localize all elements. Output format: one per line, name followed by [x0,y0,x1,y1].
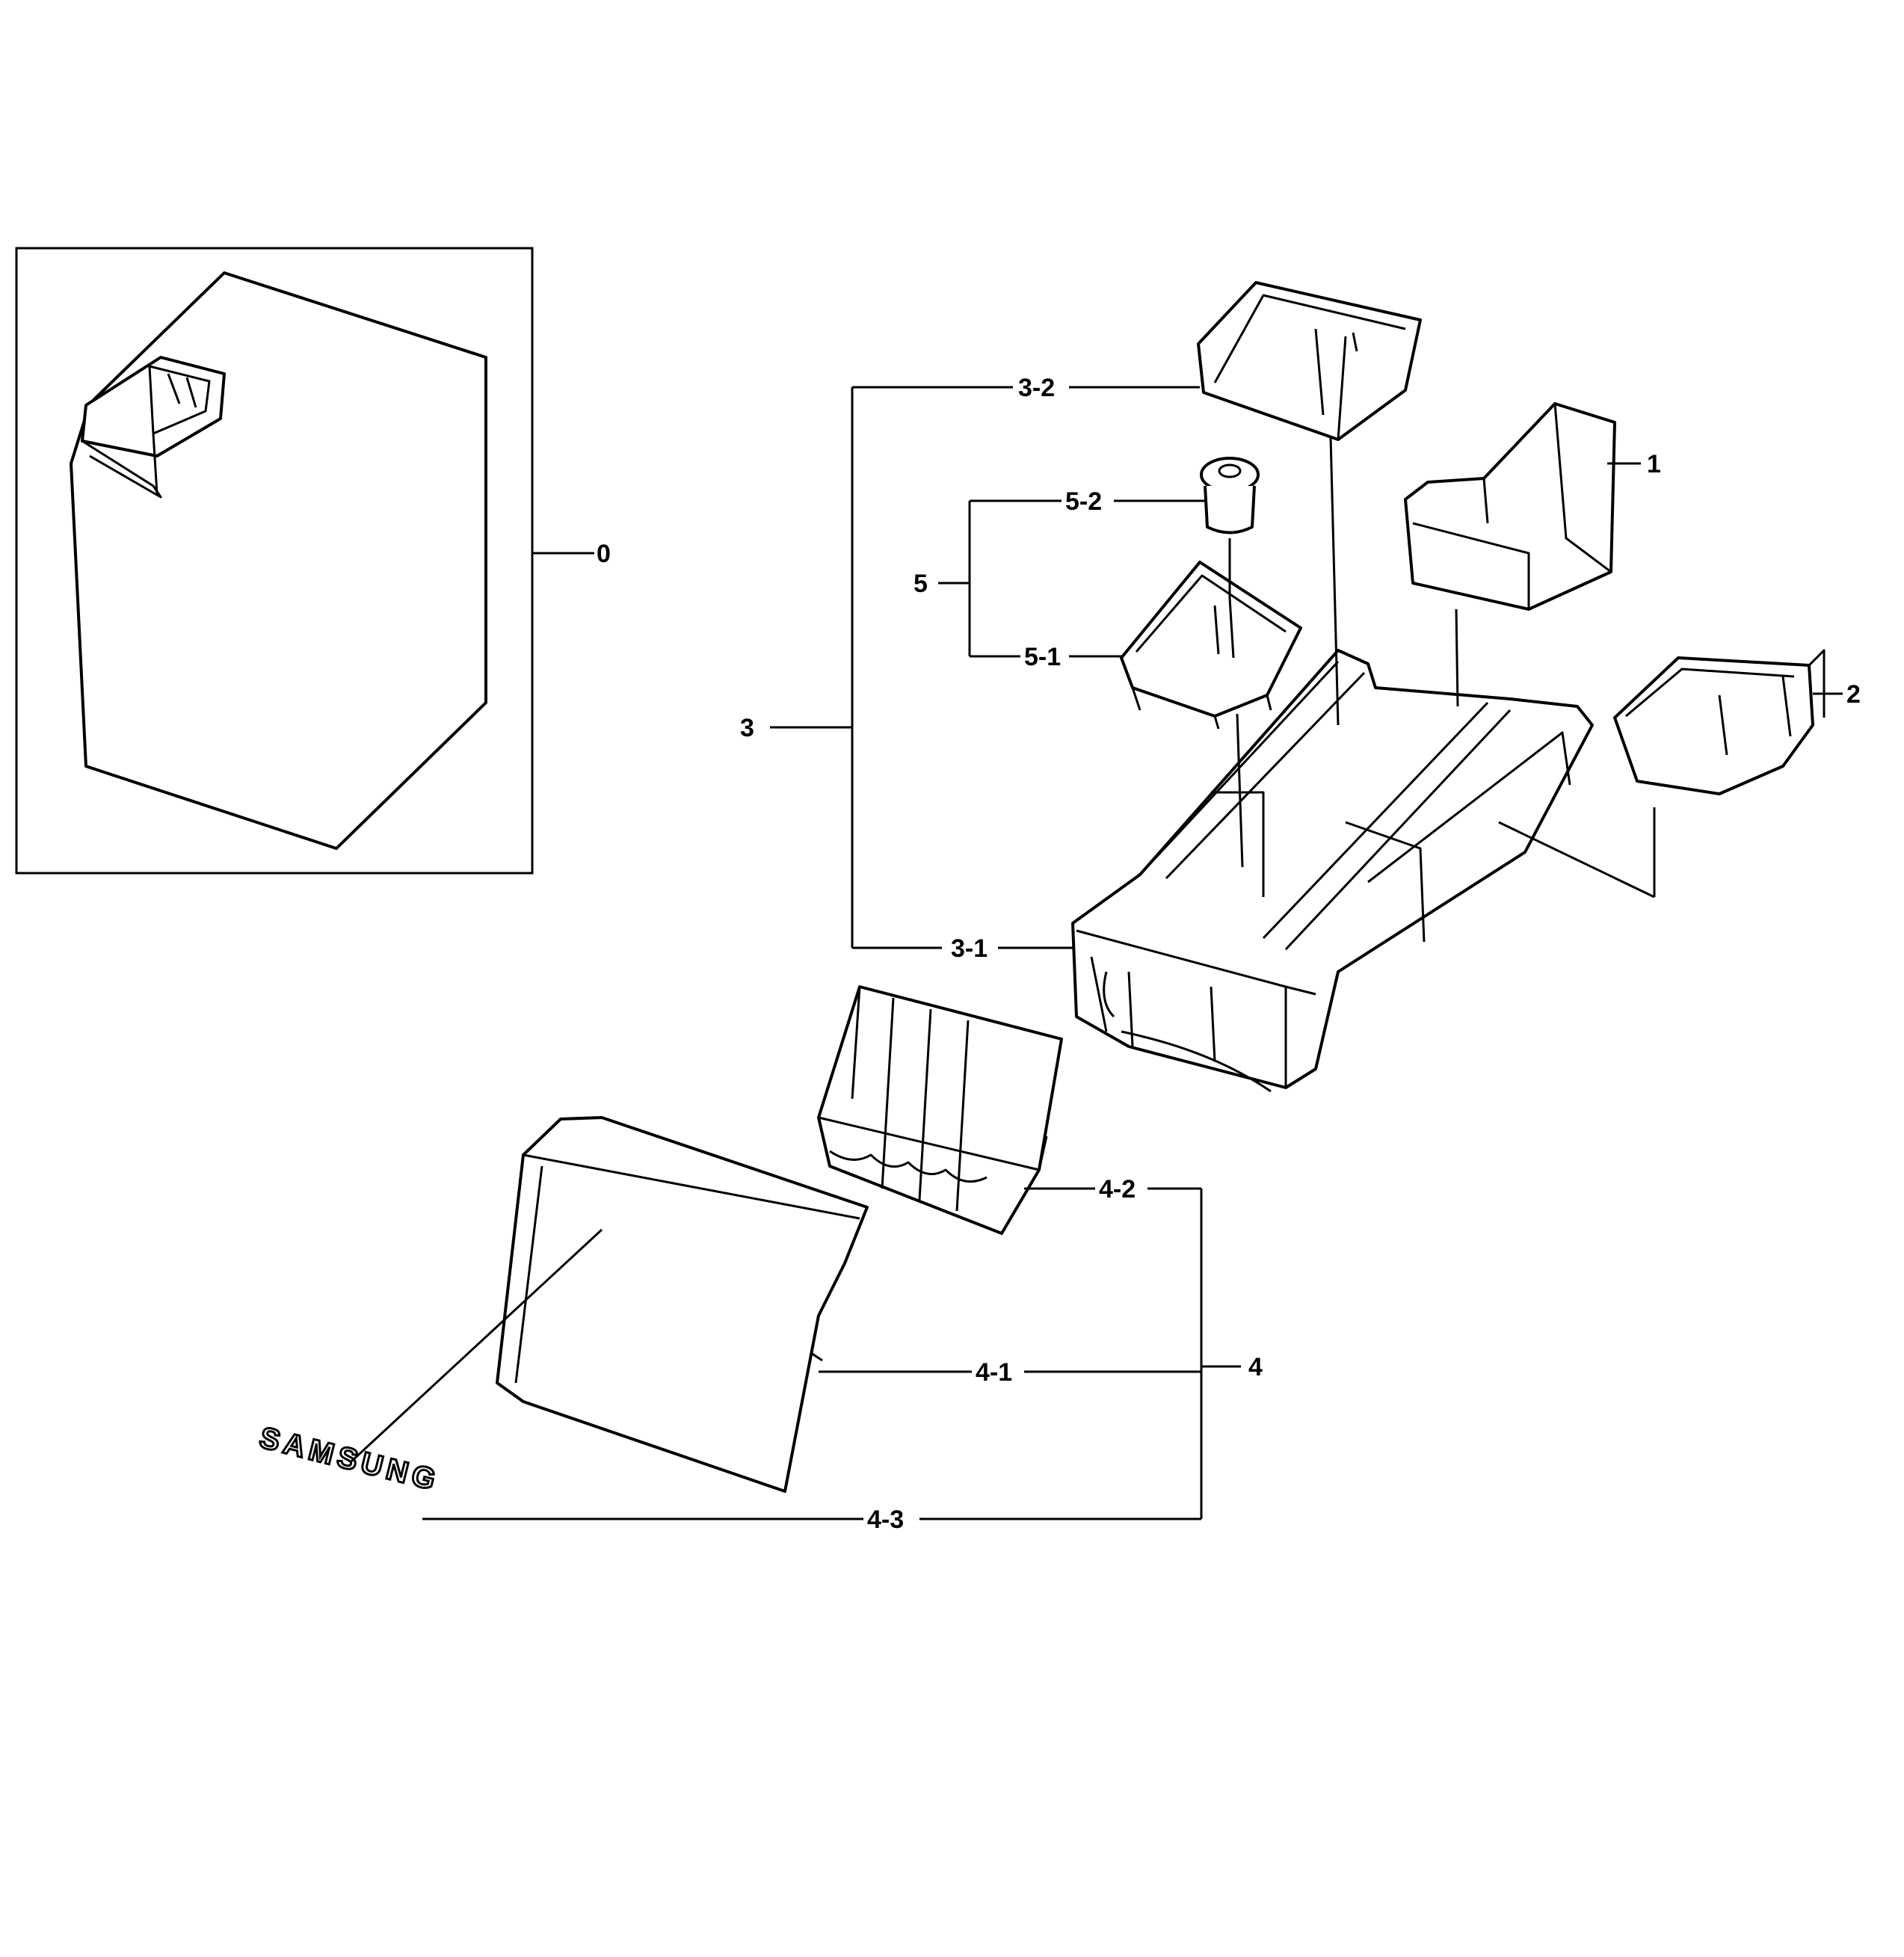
callout-4-2: 4-2 [1099,1175,1136,1204]
brand-logo-text: SAMSUNG [256,1421,443,1497]
part-siphon-cap [1200,457,1260,534]
callout-5: 5 [914,570,928,598]
part-dispenser-housing [1071,649,1594,1093]
callout-5-2: 5-2 [1065,487,1102,516]
callout-3-2: 3-2 [1018,374,1055,402]
callout-3-1: 3-1 [951,934,988,963]
inset-assembly-overview [15,247,534,875]
callout-5-1: 5-1 [1024,643,1061,671]
part-prewash-cup [1613,649,1826,795]
part-detergent-cup [1120,561,1302,730]
leader-lines [350,386,1843,1520]
callout-4-1: 4-1 [976,1358,1012,1387]
callout-3: 3 [740,714,754,742]
callout-1: 1 [1647,450,1661,478]
part-brand-logo: SAMSUNG [255,1420,444,1499]
callout-labels: 0 1 2 3 3-1 3-2 4 4-1 4-2 4-3 5 5-1 5-2 [597,374,1861,1534]
part-drawer-insert [817,985,1063,1235]
callout-2: 2 [1846,680,1861,709]
callout-4: 4 [1248,1353,1263,1381]
part-softener-cup [1197,281,1422,441]
part-bleach-cup [1404,402,1616,611]
callout-0: 0 [597,540,611,568]
part-drawer-front-panel [496,1116,869,1493]
callout-4-3: 4-3 [867,1505,904,1534]
inset-frame [15,247,534,875]
washer-top-panel [70,271,487,850]
